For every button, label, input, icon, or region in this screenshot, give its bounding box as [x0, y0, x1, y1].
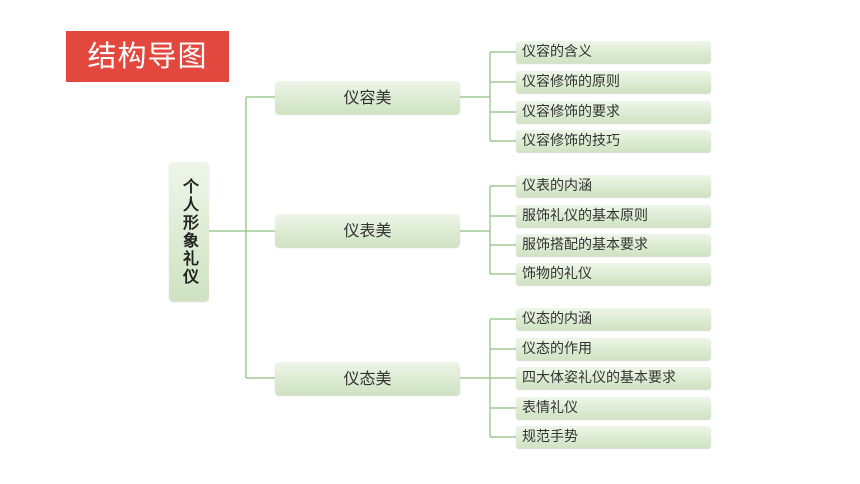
leaf-node: 仪容修饰的原则 — [516, 71, 711, 93]
leaf-node: 饰物的礼仪 — [516, 263, 711, 285]
branch-node-posture: 仪态美 — [275, 362, 460, 395]
page-title: 结构导图 — [66, 31, 229, 82]
leaf-node: 仪容修饰的要求 — [516, 101, 711, 123]
leaf-node: 服饰搭配的基本要求 — [516, 234, 711, 256]
branch-node-appearance: 仪容美 — [275, 81, 460, 114]
root-node-label: 个人形象礼仪 — [180, 177, 199, 286]
leaf-node: 表情礼仪 — [516, 397, 711, 419]
leaf-node: 仪容修饰的技巧 — [516, 130, 711, 152]
leaf-node: 规范手势 — [516, 426, 711, 448]
leaf-node: 服饰礼仪的基本原则 — [516, 205, 711, 227]
leaf-node: 四大体姿礼仪的基本要求 — [516, 367, 711, 389]
leaf-node: 仪表的内涵 — [516, 175, 711, 197]
leaf-node: 仪容的含义 — [516, 41, 711, 63]
leaf-node: 仪态的作用 — [516, 338, 711, 360]
branch-node-attire: 仪表美 — [275, 214, 460, 247]
leaf-node: 仪态的内涵 — [516, 308, 711, 330]
root-node: 个人形象礼仪 — [169, 162, 209, 301]
